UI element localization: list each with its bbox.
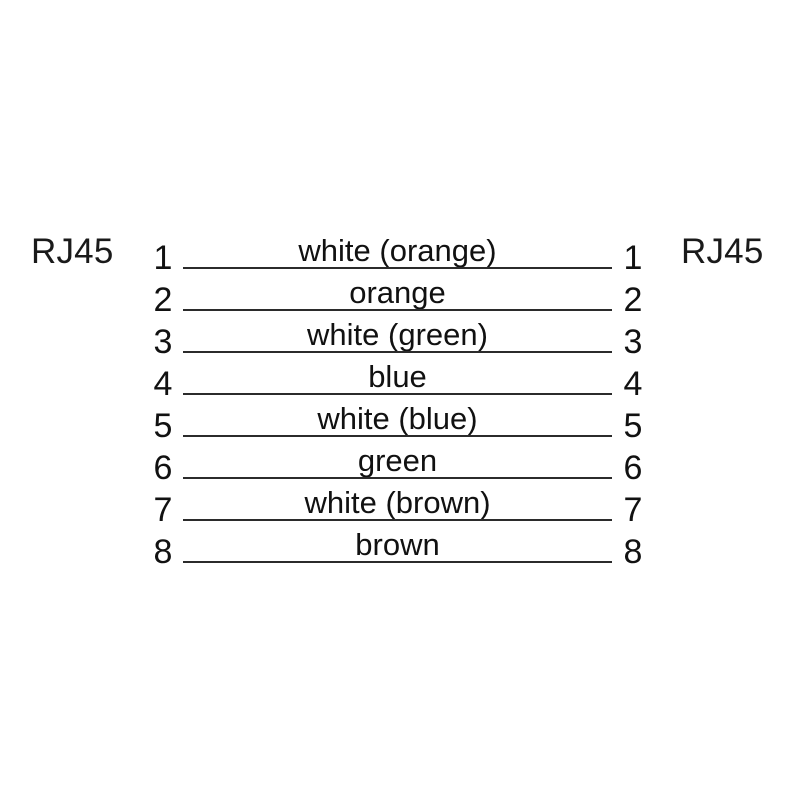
left-connector-label: RJ45: [31, 232, 114, 271]
wire-conductor-line: [183, 267, 612, 269]
wire-conductor-line: [183, 393, 612, 395]
wire-conductor-line: [183, 561, 612, 563]
left-pin-number: 4: [153, 365, 173, 403]
left-pin-number: 7: [153, 491, 173, 529]
left-pin-number: 2: [153, 281, 173, 319]
wire-color-label: white (green): [307, 317, 488, 352]
left-pin-number: 5: [153, 407, 173, 445]
right-pin-number: 2: [623, 281, 643, 319]
right-pin-number: 4: [623, 365, 643, 403]
wire-conductor-line: [183, 435, 612, 437]
left-pin-number: 1: [153, 239, 173, 277]
wire-color-label: white (orange): [298, 233, 497, 268]
wire-conductor-line: [183, 351, 612, 353]
right-pin-number: 6: [623, 449, 643, 487]
wire-color-label: brown: [355, 527, 440, 562]
wire-conductor-line: [183, 519, 612, 521]
right-pin-number: 8: [623, 533, 643, 571]
right-pin-number: 3: [623, 323, 643, 361]
left-pin-number: 3: [153, 323, 173, 361]
wire-color-label: blue: [368, 359, 427, 394]
left-pin-number: 6: [153, 449, 173, 487]
right-pin-number: 1: [623, 239, 643, 277]
left-pin-number: 8: [153, 533, 173, 571]
right-connector-label: RJ45: [681, 232, 764, 271]
wire-color-label: white (blue): [317, 401, 478, 436]
right-pin-number: 5: [623, 407, 643, 445]
wire-color-label: white (brown): [304, 485, 491, 520]
wire-color-label: orange: [349, 275, 446, 310]
wire-conductor-line: [183, 309, 612, 311]
right-pin-number: 7: [623, 491, 643, 529]
wire-conductor-line: [183, 477, 612, 479]
wire-color-label: green: [357, 443, 438, 478]
